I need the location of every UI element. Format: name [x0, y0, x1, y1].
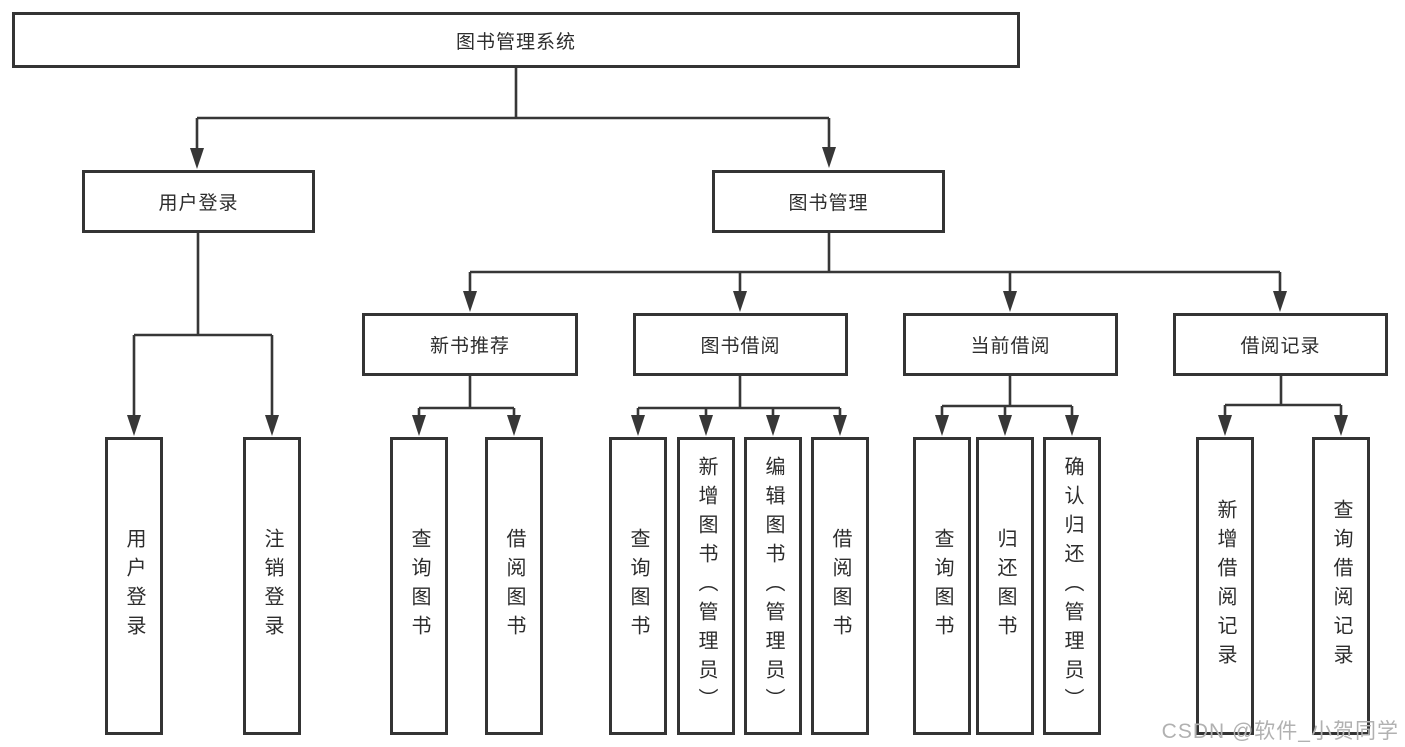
leaf-logout-label: 注销登录: [261, 528, 283, 644]
leaf-borrow-book: 借阅图书: [485, 437, 543, 735]
leaf-confirm-return-admin-label: 确认归还（管理员）: [1061, 455, 1083, 717]
leaf-user-login: 用户登录: [105, 437, 163, 735]
leaf-query-book: 查询图书: [913, 437, 971, 735]
leaf-query-book-label: 查询图书: [931, 528, 953, 644]
node-root-system: 图书管理系统: [12, 12, 1020, 68]
node-borrowing-records-label: 借阅记录: [1240, 336, 1321, 357]
leaf-add-borrow-record-label: 新增借阅记录: [1214, 499, 1236, 673]
leaf-confirm-return-admin: 确认归还（管理员）: [1043, 437, 1101, 735]
node-current-borrowing-label: 当前借阅: [970, 336, 1051, 357]
node-book-borrowing: 图书借阅: [633, 313, 848, 376]
node-new-book-recommend: 新书推荐: [362, 313, 578, 376]
leaf-query-book: 查询图书: [390, 437, 448, 735]
csdn-watermark: CSDN @软件_小贺同学: [1161, 720, 1399, 743]
leaf-user-login-label: 用户登录: [123, 528, 145, 644]
leaf-add-book-admin: 新增图书（管理员）: [677, 437, 735, 735]
leaf-query-borrow-record: 查询借阅记录: [1312, 437, 1370, 735]
leaf-add-book-admin-label: 新增图书（管理员）: [695, 455, 717, 717]
leaf-edit-book-admin: 编辑图书（管理员）: [744, 437, 802, 735]
node-user-login: 用户登录: [82, 170, 315, 233]
leaf-borrow-book-label: 借阅图书: [503, 528, 525, 644]
node-book-borrowing-label: 图书借阅: [700, 336, 781, 357]
leaf-borrow-book-label: 借阅图书: [829, 528, 851, 644]
leaf-edit-book-admin-label: 编辑图书（管理员）: [762, 455, 784, 717]
leaf-query-book-label: 查询图书: [408, 528, 430, 644]
leaf-return-book: 归还图书: [976, 437, 1034, 735]
leaf-query-book-label: 查询图书: [627, 528, 649, 644]
leaf-logout: 注销登录: [243, 437, 301, 735]
node-book-management-label: 图书管理: [788, 193, 869, 214]
node-borrowing-records: 借阅记录: [1173, 313, 1388, 376]
node-book-management: 图书管理: [712, 170, 945, 233]
node-root-label: 图书管理系统: [455, 31, 576, 53]
leaf-query-borrow-record-label: 查询借阅记录: [1330, 499, 1352, 673]
leaf-return-book-label: 归还图书: [994, 528, 1016, 644]
node-new-book-recommend-label: 新书推荐: [429, 336, 510, 357]
leaf-query-book: 查询图书: [609, 437, 667, 735]
leaf-borrow-book: 借阅图书: [811, 437, 869, 735]
leaf-add-borrow-record: 新增借阅记录: [1196, 437, 1254, 735]
node-user-login-label: 用户登录: [158, 193, 239, 214]
node-current-borrowing: 当前借阅: [903, 313, 1118, 376]
